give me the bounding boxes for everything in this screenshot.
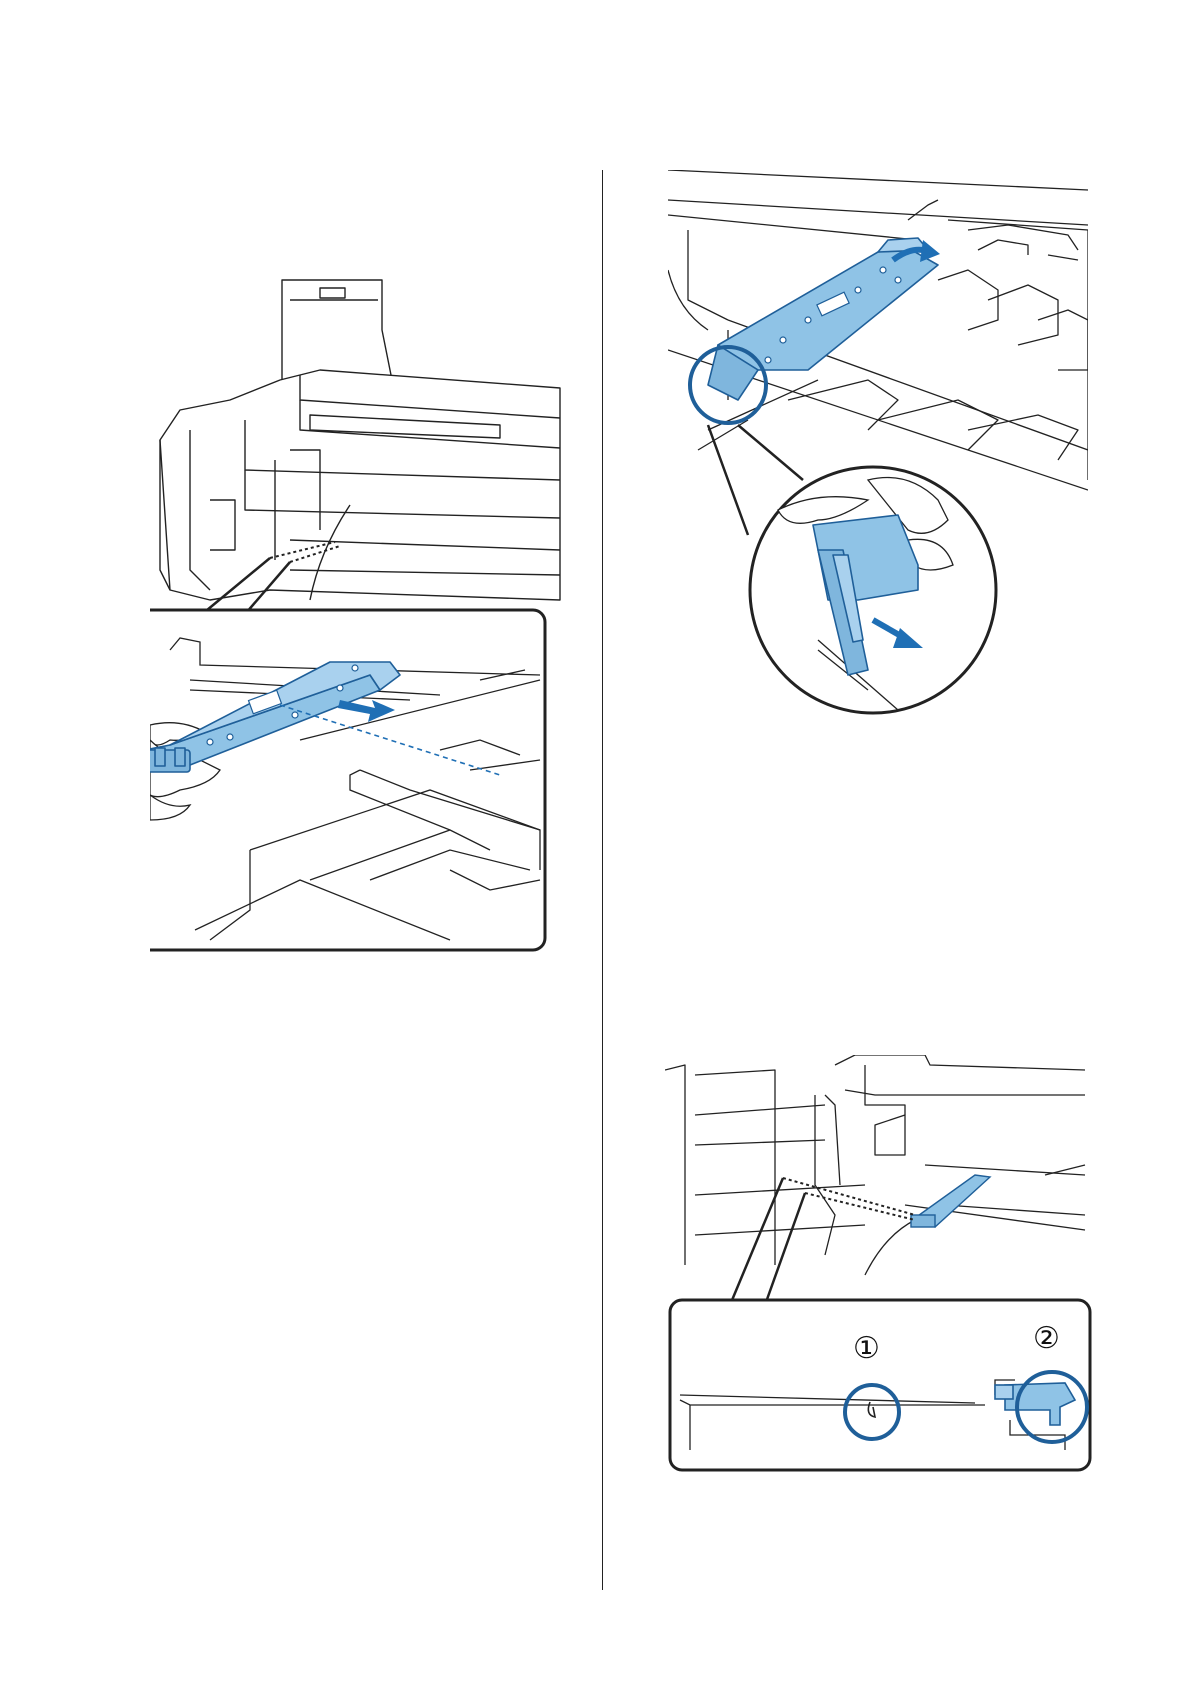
callout-number-one: ① <box>853 1331 880 1366</box>
figure-right-attach-points: ① ② <box>665 1055 1095 1475</box>
callout-number-two: ② <box>1033 1321 1060 1356</box>
figure-left-slide-out <box>150 270 570 960</box>
column-divider <box>602 170 603 1590</box>
figure-right-release-clip <box>668 170 1088 740</box>
